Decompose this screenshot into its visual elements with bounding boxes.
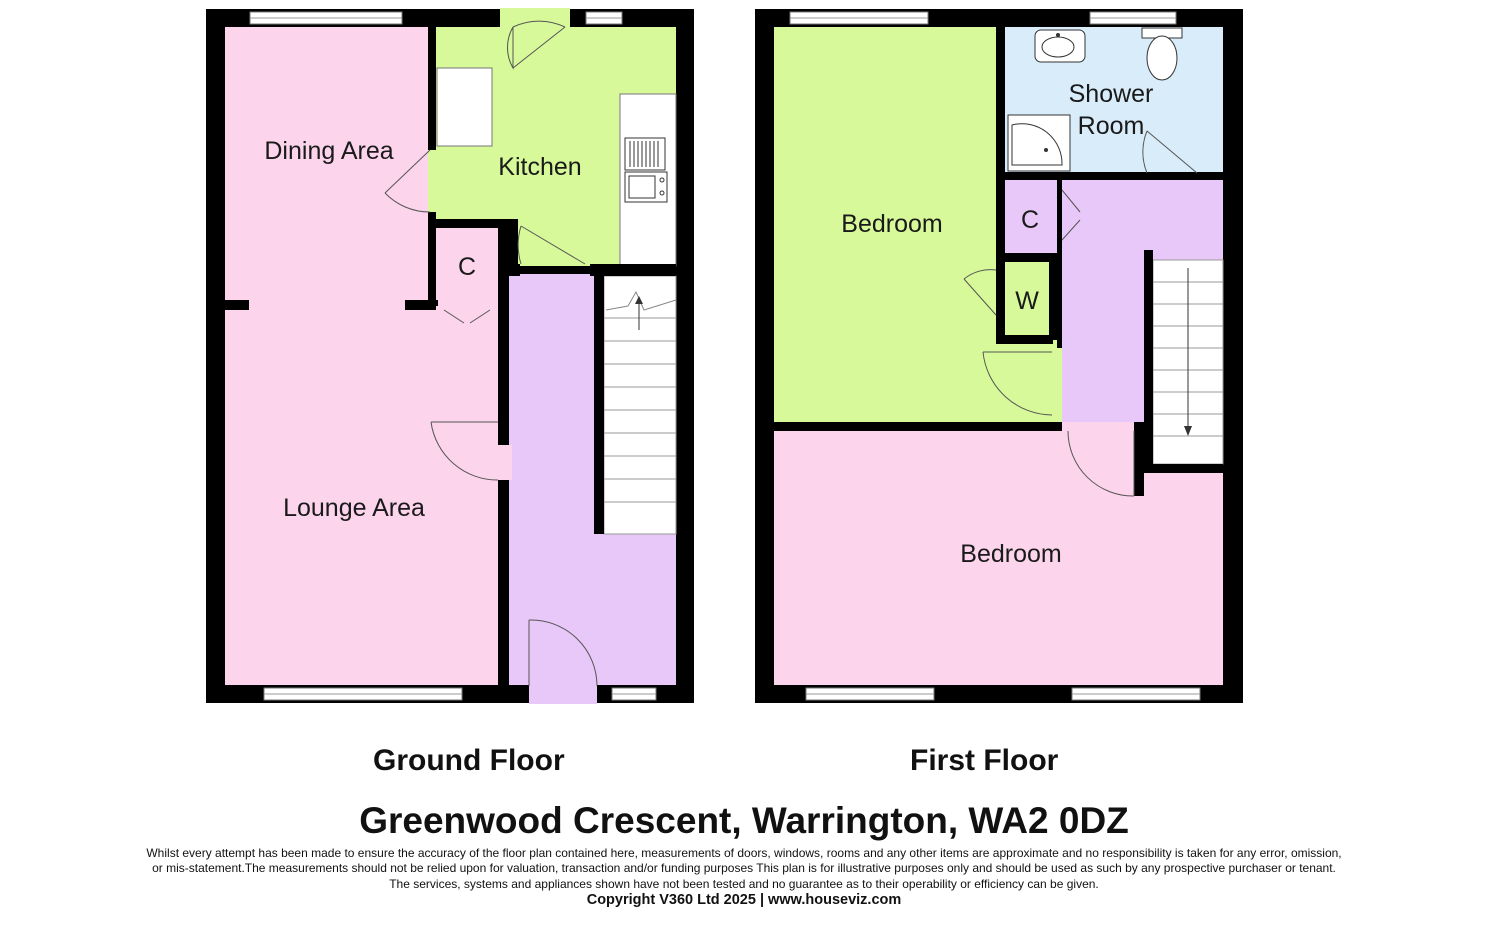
first-cupboard-door-top: [1061, 189, 1081, 213]
wardrobe-door: [963, 278, 997, 316]
ground-stairs: [603, 275, 677, 535]
ground-cupboard-label: C: [458, 253, 476, 281]
bedroom-2-label: Bedroom: [960, 540, 1061, 568]
shower-room-south-wall: [1005, 172, 1145, 180]
bedroom-1-room: [774, 27, 996, 422]
lounge-area-room: [225, 303, 498, 685]
cupboard-door-right: [469, 309, 491, 324]
kitchen-label: Kitchen: [498, 153, 581, 181]
cupboard-door-left: [443, 309, 465, 324]
kitchen-back-door: [512, 26, 566, 69]
stairs-down-arrow-icon: [1184, 426, 1192, 436]
stairs-wall: [594, 276, 604, 534]
first-floor-title: First Floor: [910, 744, 1059, 777]
dining-kitchen-door: [384, 149, 431, 194]
first-cupboard: [1005, 180, 1057, 253]
first-cupboard-door-bottom: [1061, 219, 1081, 241]
stairs-up-arrow-icon: [635, 296, 643, 304]
bedroom-1-east-wall: [996, 27, 1005, 267]
disclaimer-line-1: Whilst every attempt has been made to en…: [146, 846, 1342, 860]
dining-area-label: Dining Area: [264, 137, 393, 165]
first-stairs-wall: [1144, 250, 1153, 472]
first-cupboard-label: C: [1021, 206, 1039, 234]
disclaimer-line-3: The services, systems and appliances sho…: [389, 877, 1099, 891]
sink-icon: [624, 171, 668, 203]
ground-floor-title: Ground Floor: [373, 744, 565, 777]
shower-tray-icon: [1007, 114, 1071, 172]
copyright-notice: Copyright V360 Ltd 2025 | www.houseviz.c…: [586, 892, 902, 908]
ground-floor-plan: Dining Area Kitchen C Lounge Area: [206, 8, 694, 704]
bedroom-2-room: [774, 431, 1223, 685]
floor-plan: Dining Area Kitchen C Lounge Area: [206, 8, 1243, 704]
lounge-hall-wall: [498, 219, 509, 445]
kitchen-hall-door: [520, 225, 586, 265]
shower-room-door: [1146, 130, 1198, 174]
first-floor-plan: Bedroom Shower Room C W Bedroom: [755, 9, 1243, 703]
property-address: Greenwood Crescent, Warrington, WA2 0DZ: [359, 800, 1129, 841]
lounge-area-label: Lounge Area: [283, 494, 425, 522]
wardrobe-label: W: [1015, 287, 1039, 315]
wardrobe: [1005, 262, 1049, 335]
dining-kitchen-wall: [428, 27, 436, 150]
toilet-icon: [1146, 35, 1178, 81]
shower-label-line2: Room: [1078, 112, 1145, 140]
bedroom-divider-wall: [774, 422, 1062, 431]
hob-icon: [624, 137, 666, 171]
ground-cupboard: [436, 228, 498, 303]
disclaimer-line-2: or mis-statement.The measurements should…: [152, 861, 1336, 875]
bedroom-1-label: Bedroom: [841, 210, 942, 238]
fridge-unit: [436, 67, 493, 147]
shower-label-line1: Shower: [1069, 80, 1154, 108]
